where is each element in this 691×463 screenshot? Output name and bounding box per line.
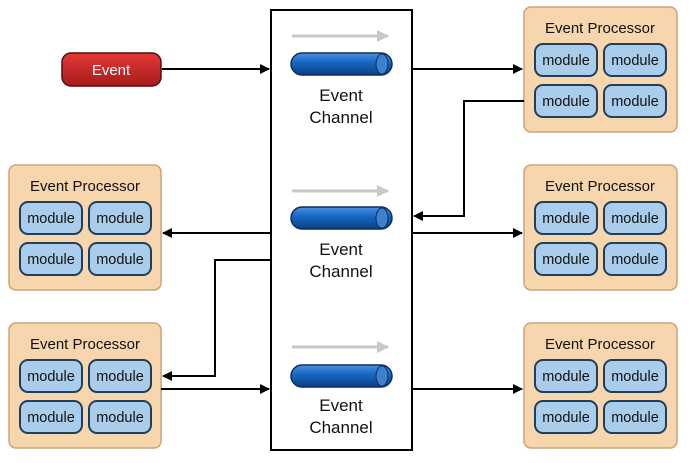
module-box (534, 242, 598, 276)
connectors (161, 64, 524, 394)
module-label: module (542, 211, 590, 227)
module-label: module (542, 369, 590, 385)
module-label: module (27, 369, 75, 385)
event-channel-3: Event Channel (290, 341, 393, 437)
module-label: module (96, 410, 144, 426)
event-processor-middle-right: Event Processor module module module mod… (523, 164, 678, 291)
module-box (534, 43, 598, 77)
module-label: module (611, 252, 659, 268)
module-label: module (611, 53, 659, 69)
connector-arrow (413, 100, 524, 221)
module-label: module (96, 369, 144, 385)
channel-label-line2: Channel (309, 262, 372, 281)
connector-arrow (162, 259, 271, 381)
channel-label-line2: Channel (309, 108, 372, 127)
module-label: module (542, 94, 590, 110)
pipe-end-icon (375, 207, 389, 229)
module-box (534, 84, 598, 118)
processor-title: Event Processor (545, 178, 655, 195)
channel-label-line1: Event (319, 240, 363, 259)
event-processor-bottom-left: Event Processor module module module mod… (8, 322, 162, 449)
event-processor-bottom-right: Event Processor module module module mod… (523, 322, 678, 449)
processor-title: Event Processor (30, 336, 140, 353)
event-channel-2: Event Channel (290, 185, 393, 281)
module-box (603, 400, 667, 434)
processor-title: Event Processor (545, 20, 655, 37)
module-label: module (611, 211, 659, 227)
module-box (88, 201, 152, 235)
module-label: module (611, 94, 659, 110)
event-processor-middle-left: Event Processor module module module mod… (8, 164, 162, 291)
module-box (19, 201, 83, 235)
event-processor-top-right: Event Processor module module module mod… (523, 6, 678, 133)
channel-label-line1: Event (319, 396, 363, 415)
channel-label-line2: Channel (309, 418, 372, 437)
module-label: module (542, 252, 590, 268)
module-box (88, 242, 152, 276)
module-box (534, 400, 598, 434)
module-label: module (27, 211, 75, 227)
processor-title: Event Processor (545, 336, 655, 353)
module-label: module (611, 410, 659, 426)
pipe-end-icon (375, 53, 389, 75)
module-box (603, 201, 667, 235)
event-label: Event (92, 62, 131, 79)
processor-title: Event Processor (30, 178, 140, 195)
module-box (19, 359, 83, 393)
module-label: module (96, 252, 144, 268)
module-box (603, 359, 667, 393)
module-box (603, 242, 667, 276)
module-box (603, 84, 667, 118)
channel-pipe (290, 206, 393, 230)
channel-label-line1: Event (319, 86, 363, 105)
module-box (88, 359, 152, 393)
module-box (19, 400, 83, 434)
module-label: module (27, 252, 75, 268)
module-label: module (542, 53, 590, 69)
module-box (603, 43, 667, 77)
channel-pipe (290, 364, 393, 388)
channel-pipe (290, 52, 393, 76)
module-box (534, 201, 598, 235)
module-label: module (542, 410, 590, 426)
module-label: module (27, 410, 75, 426)
module-label: module (611, 369, 659, 385)
module-box (534, 359, 598, 393)
event-node: Event (61, 52, 162, 87)
module-label: module (96, 211, 144, 227)
event-channel-1: Event Channel (290, 30, 393, 127)
module-box (88, 400, 152, 434)
module-box (19, 242, 83, 276)
pipe-end-icon (375, 365, 389, 387)
